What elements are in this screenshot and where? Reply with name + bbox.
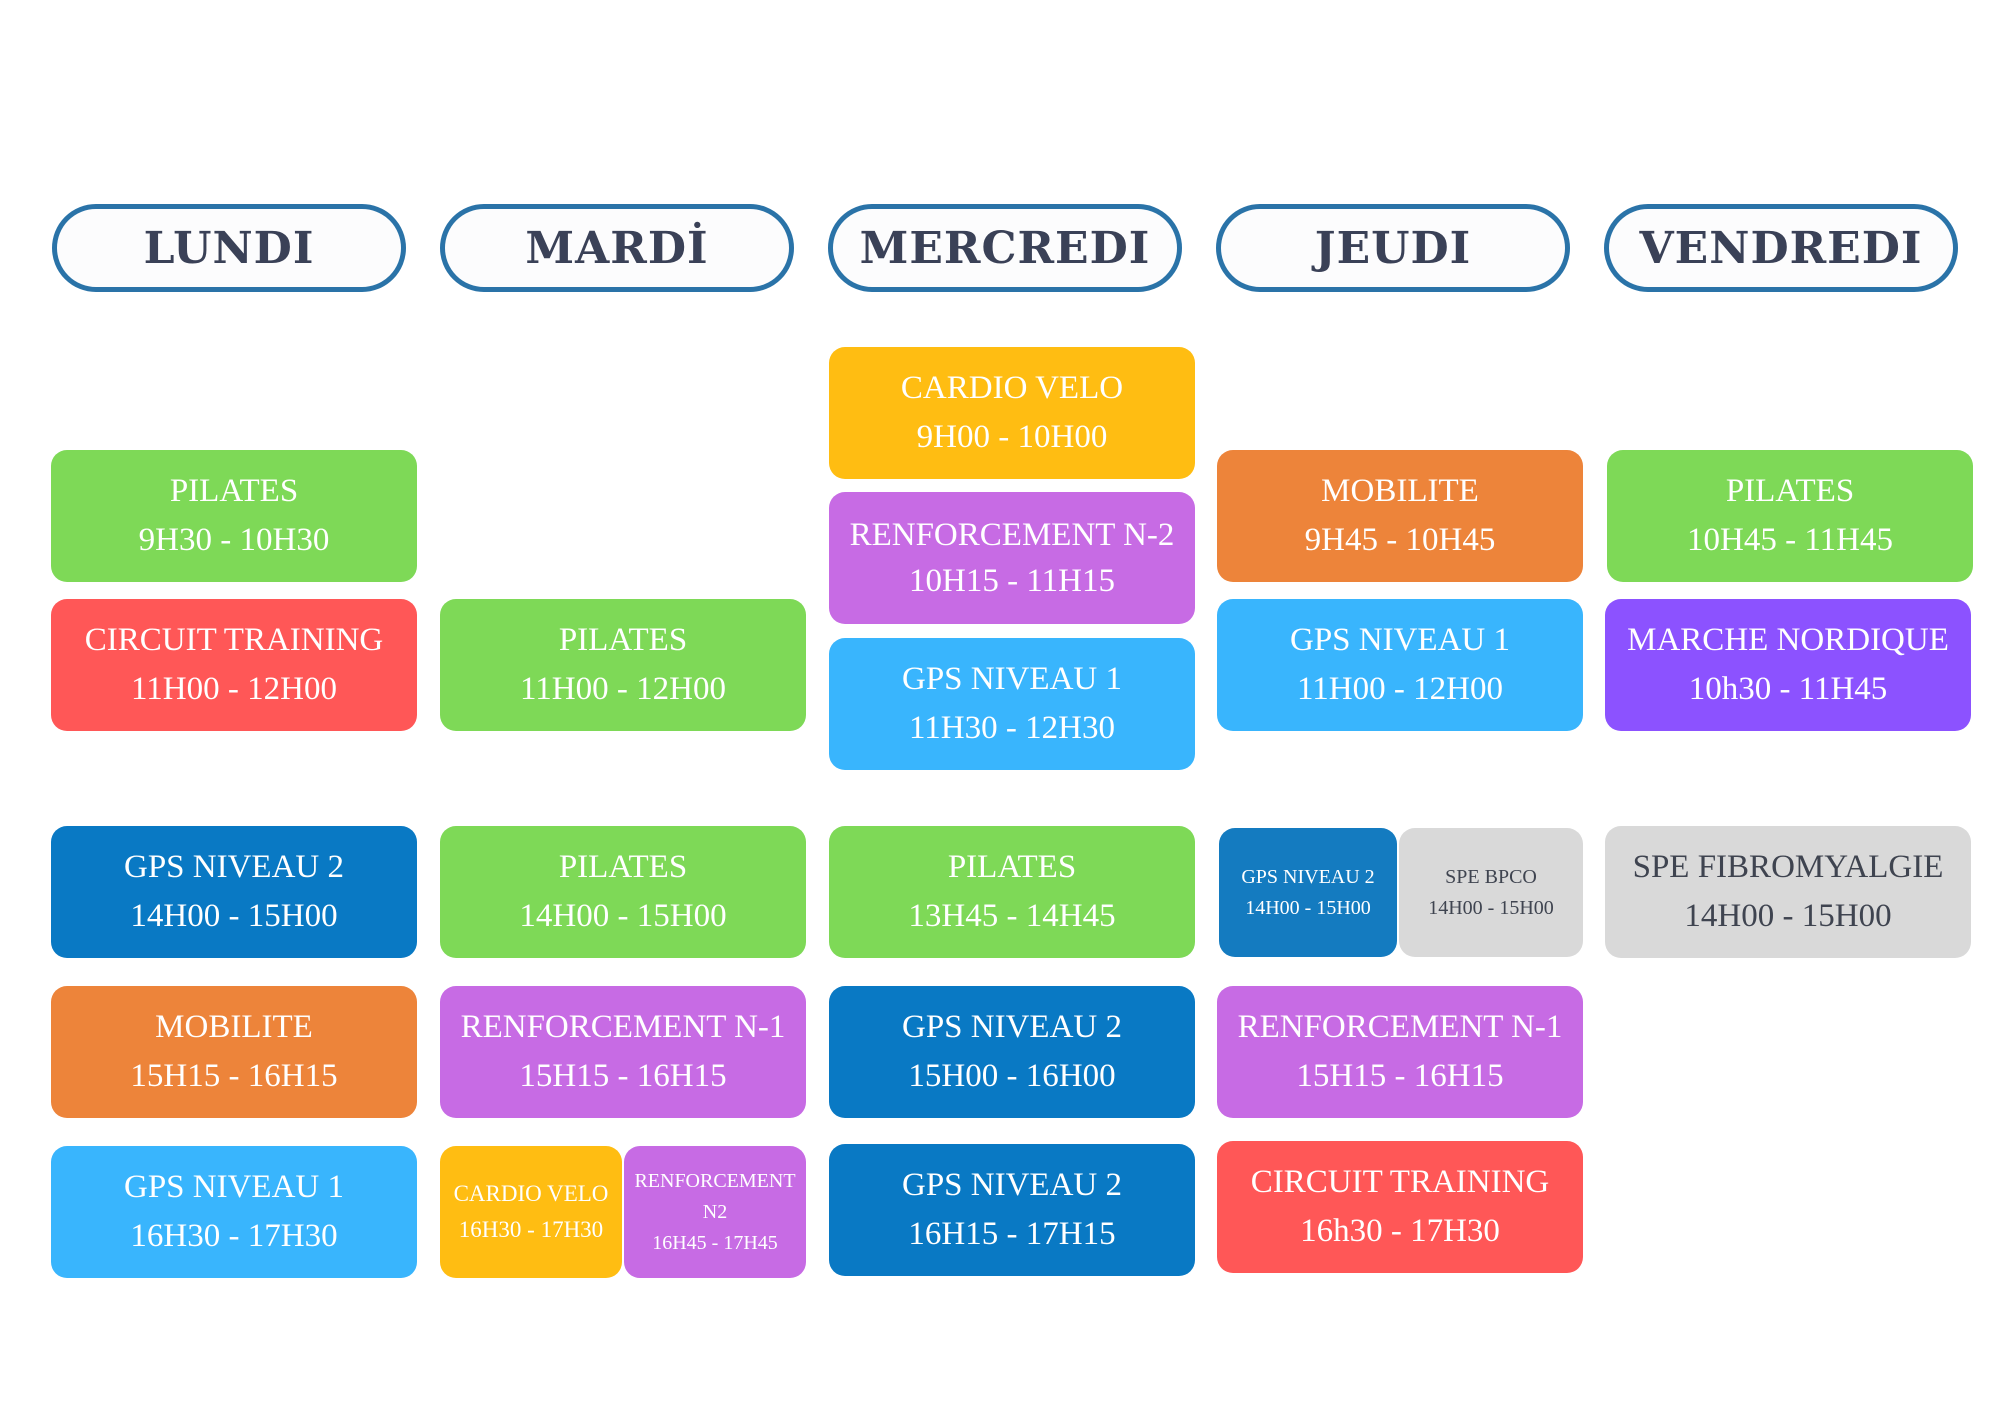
class-time: 9H45 - 10H45 — [1304, 522, 1496, 558]
class-title: GPS NIVEAU 2 — [1241, 865, 1375, 888]
class-title: GPS NIVEAU 2 — [901, 1166, 1122, 1203]
class-time: 16H30 - 17H30 — [130, 1218, 338, 1254]
class-card-jeudi-circuit-training: CIRCUIT TRAINING 16h30 - 17H30 — [1217, 1141, 1583, 1273]
class-time: 10H45 - 11H45 — [1687, 522, 1893, 558]
class-time: 10h30 - 11H45 — [1688, 671, 1888, 707]
class-card-lundi-circuit-training: CIRCUIT TRAINING 11H00 - 12H00 — [51, 599, 417, 731]
class-card-lundi-gps-niveau-1: GPS NIVEAU 1 16H30 - 17H30 — [51, 1146, 417, 1278]
class-card-mercredi-pilates: PILATES 13H45 - 14H45 — [829, 826, 1195, 958]
class-card-mercredi-gps-niveau-2-1500: GPS NIVEAU 2 15H00 - 16H00 — [829, 986, 1195, 1118]
class-title: CARDIO VELO — [900, 369, 1124, 406]
class-time: 10H15 - 11H15 — [909, 563, 1115, 599]
class-time: 15H15 - 16H15 — [519, 1058, 727, 1094]
class-time: 16H15 - 17H15 — [908, 1216, 1116, 1252]
class-title: SPE BPCO — [1445, 865, 1537, 888]
class-title: MOBILITE — [1321, 472, 1479, 509]
class-time: 9H00 - 10H00 — [916, 419, 1108, 455]
class-title: MOBILITE — [155, 1008, 313, 1045]
class-card-mardi-renforcement-n1: RENFORCEMENT N-1 15H15 - 16H15 — [440, 986, 806, 1118]
class-time: 11H30 - 12H30 — [909, 710, 1115, 746]
class-card-jeudi-spe-bpco: SPE BPCO 14H00 - 15H00 — [1399, 828, 1583, 957]
class-card-mardi-cardio-velo: CARDIO VELO 16H30 - 17H30 — [440, 1146, 622, 1278]
class-title: SPE FIBROMYALGIE — [1632, 848, 1944, 885]
class-title: GPS NIVEAU 1 — [901, 660, 1122, 697]
class-card-mercredi-gps-niveau-1: GPS NIVEAU 1 11H30 - 12H30 — [829, 638, 1195, 770]
class-title: PILATES — [558, 621, 688, 658]
class-title: MARCHE NORDIQUE — [1627, 621, 1949, 658]
class-title: CIRCUIT TRAINING — [84, 621, 384, 658]
class-card-mardi-pilates-afternoon: PILATES 14H00 - 15H00 — [440, 826, 806, 958]
class-card-vendredi-marche-nordique: MARCHE NORDIQUE 10h30 - 11H45 — [1605, 599, 1971, 731]
class-title: RENFORCEMENT N-1 — [1237, 1008, 1563, 1045]
day-header-lundi: LUNDI — [52, 204, 406, 292]
day-header-jeudi: JEUDI — [1216, 204, 1570, 292]
class-title-line2: N2 — [702, 1200, 728, 1223]
class-title: PILATES — [169, 472, 299, 509]
class-title: RENFORCEMENT N-2 — [849, 516, 1175, 553]
class-title: PILATES — [947, 848, 1077, 885]
class-time: 14H00 - 15H00 — [1684, 898, 1892, 934]
class-card-mercredi-renforcement-n2: RENFORCEMENT N-2 10H15 - 11H15 — [829, 492, 1195, 624]
class-title: GPS NIVEAU 1 — [1289, 621, 1510, 658]
class-time: 11H00 - 12H00 — [520, 671, 726, 707]
class-title: GPS NIVEAU 2 — [901, 1008, 1122, 1045]
class-time: 11H00 - 12H00 — [131, 671, 337, 707]
class-title: PILATES — [1725, 472, 1855, 509]
class-time: 16H45 - 17H45 — [652, 1231, 778, 1254]
class-time: 16H30 - 17H30 — [458, 1217, 604, 1242]
day-header-mercredi: MERCREDI — [828, 204, 1182, 292]
class-card-lundi-mobilite: MOBILITE 15H15 - 16H15 — [51, 986, 417, 1118]
class-title: RENFORCEMENT N-1 — [460, 1008, 786, 1045]
class-card-jeudi-gps-niveau-2: GPS NIVEAU 2 14H00 - 15H00 — [1219, 828, 1397, 957]
class-time: 15H00 - 16H00 — [908, 1058, 1116, 1094]
class-title: CARDIO VELO — [453, 1181, 609, 1207]
class-card-mardi-pilates-morning: PILATES 11H00 - 12H00 — [440, 599, 806, 731]
class-time: 13H45 - 14H45 — [908, 898, 1116, 934]
class-card-mercredi-cardio-velo: CARDIO VELO 9H00 - 10H00 — [829, 347, 1195, 479]
class-title: CIRCUIT TRAINING — [1250, 1163, 1550, 1200]
class-time: 16h30 - 17H30 — [1300, 1213, 1500, 1249]
class-card-jeudi-mobilite: MOBILITE 9H45 - 10H45 — [1217, 450, 1583, 582]
class-card-jeudi-gps-niveau-1: GPS NIVEAU 1 11H00 - 12H00 — [1217, 599, 1583, 731]
class-title: RENFORCEMENT — [634, 1169, 796, 1192]
class-card-lundi-gps-niveau-2: GPS NIVEAU 2 14H00 - 15H00 — [51, 826, 417, 958]
class-card-mercredi-gps-niveau-2-1615: GPS NIVEAU 2 16H15 - 17H15 — [829, 1144, 1195, 1276]
day-header-mardi: MARDİ — [440, 204, 794, 292]
class-card-mardi-renforcement-n2: RENFORCEMENT N2 16H45 - 17H45 — [624, 1146, 806, 1278]
class-card-vendredi-pilates: PILATES 10H45 - 11H45 — [1607, 450, 1973, 582]
class-title: PILATES — [558, 848, 688, 885]
class-time: 11H00 - 12H00 — [1297, 671, 1503, 707]
class-title: GPS NIVEAU 1 — [123, 1168, 344, 1205]
class-time: 14H00 - 15H00 — [1245, 896, 1371, 919]
class-time: 15H15 - 16H15 — [130, 1058, 338, 1094]
class-card-lundi-pilates: PILATES 9H30 - 10H30 — [51, 450, 417, 582]
class-time: 14H00 - 15H00 — [130, 898, 338, 934]
class-card-jeudi-renforcement-n1: RENFORCEMENT N-1 15H15 - 16H15 — [1217, 986, 1583, 1118]
class-time: 9H30 - 10H30 — [138, 522, 330, 558]
class-time: 15H15 - 16H15 — [1296, 1058, 1504, 1094]
class-title: GPS NIVEAU 2 — [123, 848, 344, 885]
class-time: 14H00 - 15H00 — [1428, 896, 1554, 919]
class-card-vendredi-spe-fibromyalgie: SPE FIBROMYALGIE 14H00 - 15H00 — [1605, 826, 1971, 958]
class-time: 14H00 - 15H00 — [519, 898, 727, 934]
day-header-vendredi: VENDREDI — [1604, 204, 1958, 292]
